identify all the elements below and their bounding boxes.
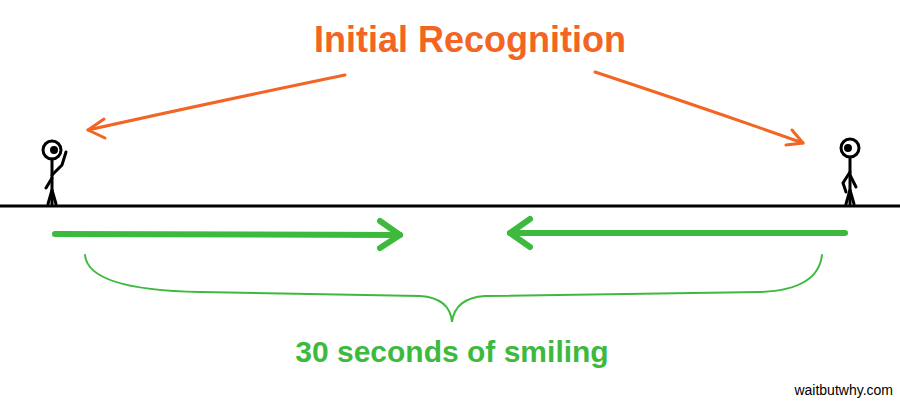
brace: [85, 255, 822, 322]
motion-arrow: [55, 219, 845, 248]
watermark: waitbutwhy.com: [794, 382, 893, 398]
stick-figure: [43, 141, 66, 204]
stick-figure: [841, 139, 859, 204]
ground-line: [0, 205, 900, 208]
leader-arrow: [88, 75, 345, 130]
callout-title: Initial Recognition: [314, 19, 626, 60]
duration-label: 30 seconds of smiling: [295, 335, 608, 370]
arrow-head: [88, 119, 105, 138]
arrow-head: [786, 130, 803, 145]
leader-arrow: [595, 72, 803, 143]
